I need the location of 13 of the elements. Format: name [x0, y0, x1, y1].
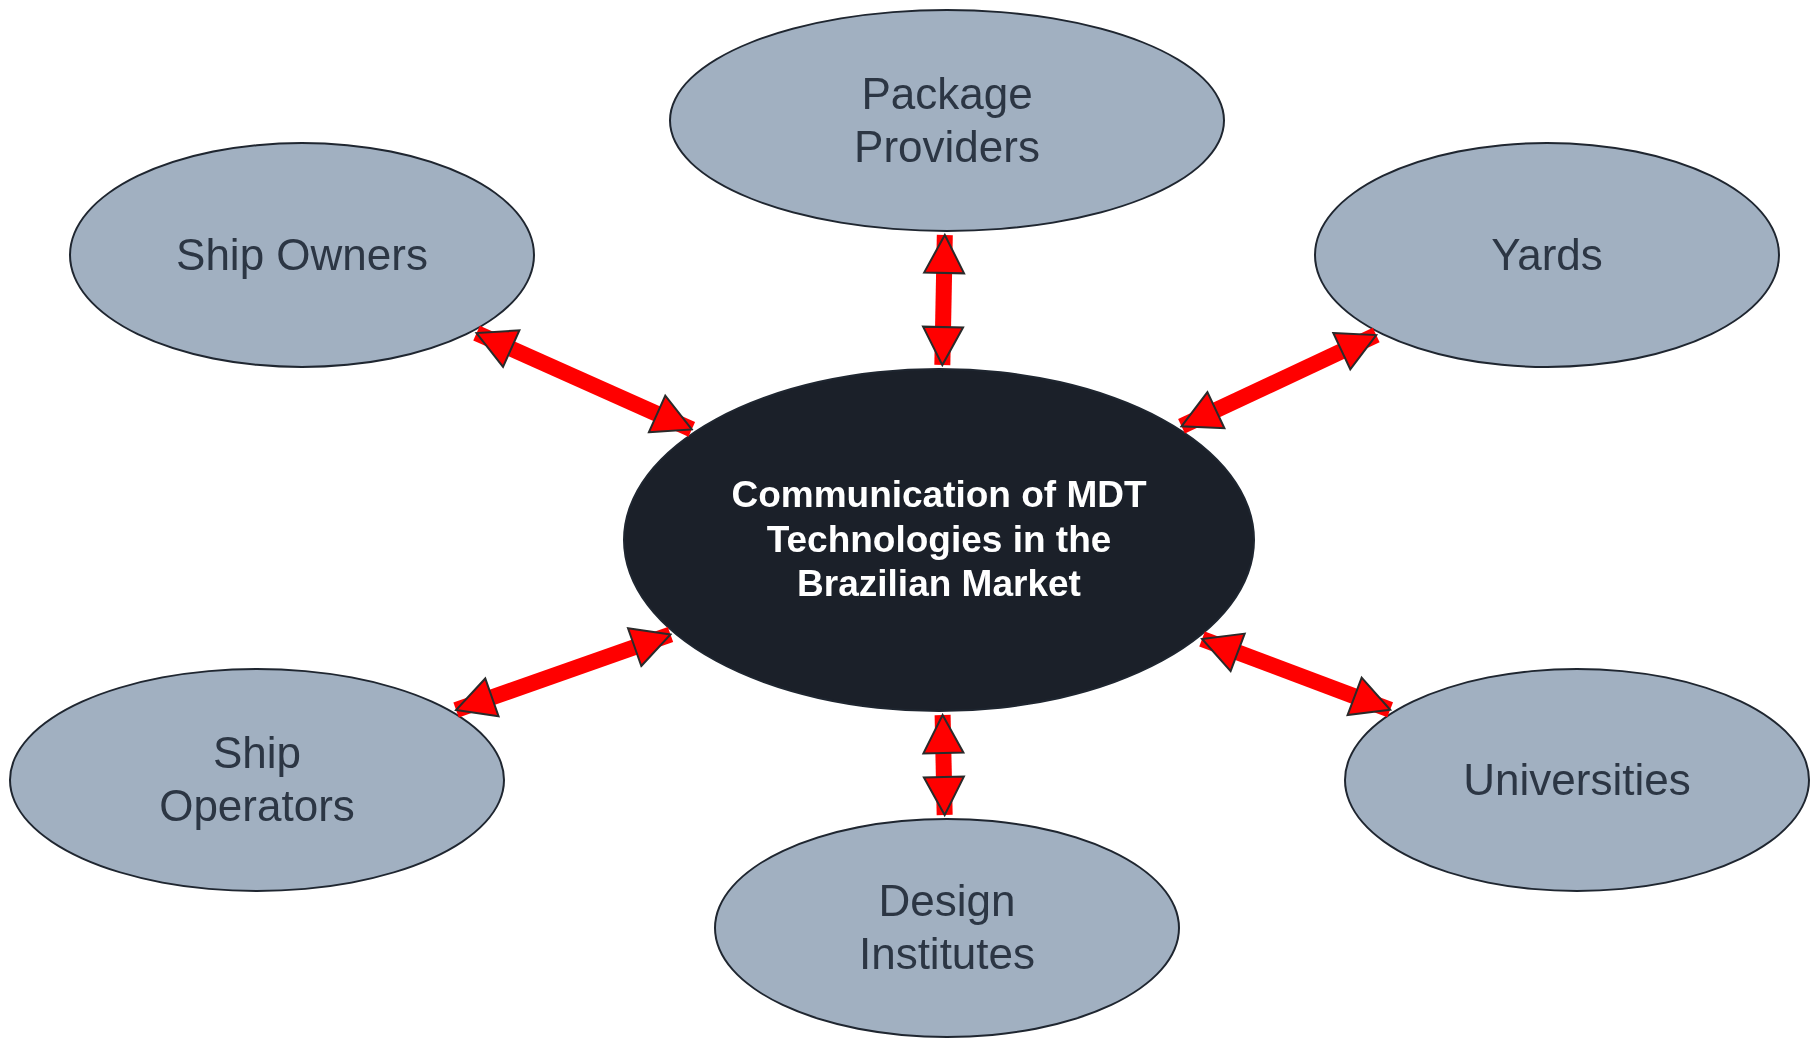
- double-arrow: [1178, 327, 1380, 434]
- double-arrow: [922, 714, 965, 816]
- node-label: Yards: [1491, 228, 1603, 281]
- node-label: Ship Owners: [176, 228, 428, 281]
- node-label: Communication of MDT Technologies in the Brazilian Market: [730, 473, 1148, 607]
- double-arrow: [922, 234, 966, 366]
- double-arrow: [473, 325, 696, 437]
- double-arrow: [1199, 631, 1393, 718]
- node-label: Ship Operators: [158, 727, 356, 832]
- node-label: Package Providers: [853, 67, 1041, 173]
- double-arrow: [453, 626, 674, 718]
- node-label: Design Institutes: [857, 875, 1037, 980]
- node-label: Universities: [1463, 753, 1691, 806]
